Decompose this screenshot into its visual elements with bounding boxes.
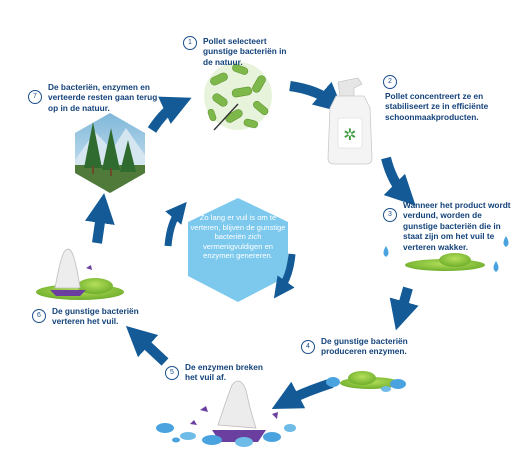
step-6: 6 De gunstige bacteriën verteren het vui… [32,306,152,327]
enzymes-illustration [326,371,406,392]
step-6-number: 6 [32,309,46,323]
step-7: 7 De bacteriën, enzymen en verteerde res… [28,82,158,113]
step-2: 2 Pollet concentreert ze en stabiliseert… [383,75,508,122]
step-2-text: Pollet concentreert ze en stabiliseert z… [385,91,489,122]
bacteria-illustration [204,62,272,131]
step-4-text: De gunstige bacteriën produceren enzymen… [321,336,408,357]
step-3: 3 Wanneer het product wordt verdund, wor… [383,200,511,252]
step-1: 1 Pollet selecteert gunstige bacteriën i… [183,36,298,67]
step-5-text: De enzymen breken het vuil af. [185,362,263,383]
step-5: 5 De enzymen breken het vuil af. [165,362,265,383]
center-hexagon [188,198,288,302]
step-4-number: 4 [301,340,315,354]
step-2-number: 2 [383,75,397,89]
arrow-6-to-7 [85,193,115,244]
step-1-number: 1 [183,36,197,50]
arrow-7-to-1 [147,96,192,133]
diluted-product-illustration [383,236,509,272]
arrow-1-to-2 [289,81,345,113]
inner-loop-arrows [164,201,296,299]
step-4: 4 De gunstige bacteriën produceren enzym… [301,336,429,357]
arrow-5-to-6 [125,325,169,366]
nature-hexagon [75,113,145,193]
digestion-illustration [36,248,124,300]
step-7-number: 7 [28,90,42,104]
arrow-4-to-5 [271,378,334,409]
arrow-2-to-3 [381,156,416,206]
svg-text:✲: ✲ [343,125,356,144]
step-3-text: Wanneer het product wordt verdund, worde… [403,200,511,252]
step-3-number: 3 [383,208,397,222]
dirt-breakdown-illustration [156,380,296,447]
arrow-3-to-4 [389,286,419,331]
spray-bottle-icon: ✲ [327,77,373,165]
step-7-text: De bacteriën, enzymen en verteerde reste… [48,82,158,113]
step-1-text: Pollet selecteert gunstige bacteriën in … [203,36,287,67]
step-5-number: 5 [165,366,179,380]
center-text: Zo lang er vuil is om te verteren, blijv… [190,213,286,261]
step-6-text: De gunstige bacteriën verteren het vuil. [52,306,139,327]
